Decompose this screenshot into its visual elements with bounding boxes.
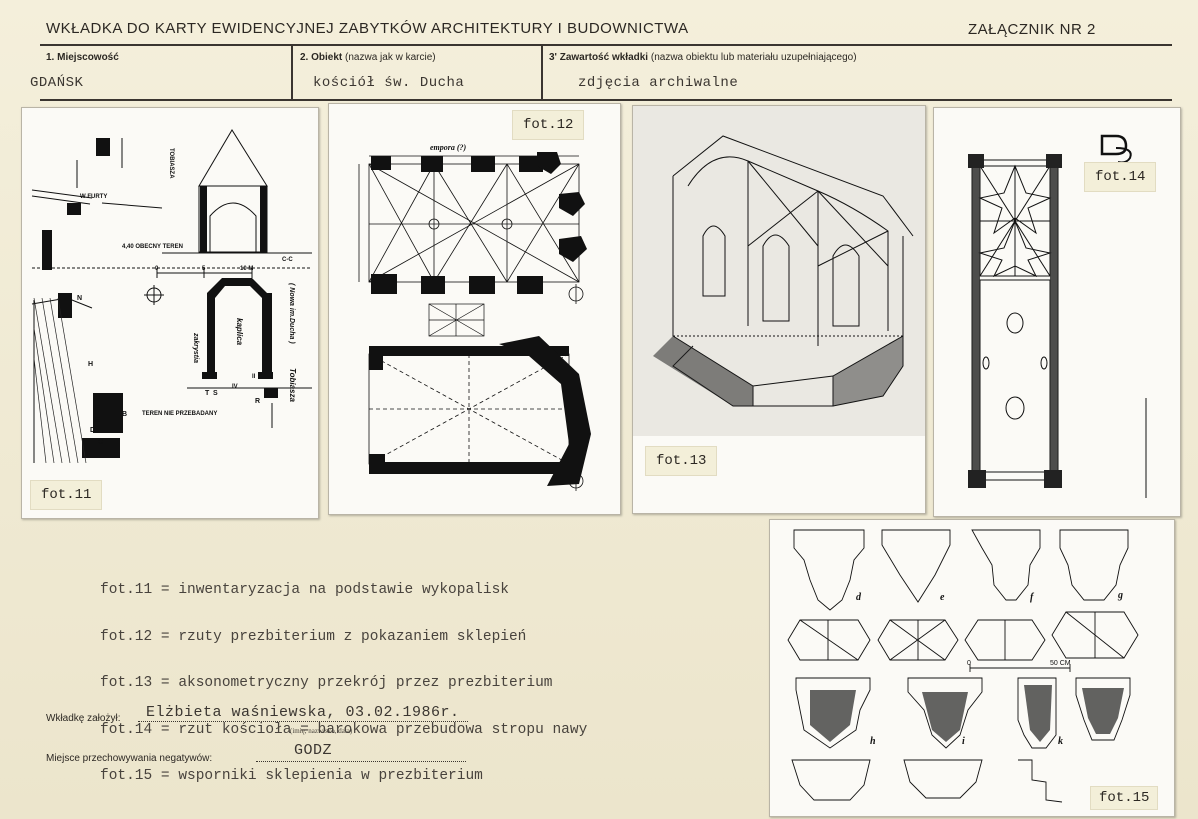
plan12-label-empora: empora (?): [430, 143, 467, 152]
field-label-object: 2. Obiekt (nazwa jak w karcie): [300, 52, 436, 63]
header-rule: [40, 44, 1172, 46]
plan15-scale-50: 50 CM: [1050, 660, 1071, 667]
plan15-label-f: f: [1030, 592, 1035, 603]
plan11-letter-c: C: [98, 439, 103, 446]
photo-fot11-drawing: TOBIASZA W FURTY 4,40 OBECNY TEREN C-C 0…: [31, 129, 312, 464]
photo-label-fot13: fot.13: [645, 446, 718, 476]
plan11-label-sacristy: zakrystia: [192, 332, 199, 363]
photo-fot14-drawing: [968, 134, 1147, 498]
plan11-label-new-street: ( Nowa im.Ducha ): [288, 283, 295, 344]
photo-fot15: d e f g h i k 0 50 CM fot.15: [769, 519, 1175, 817]
prepared-by-hint: (imię, nazwisko, data): [290, 727, 353, 735]
plan15-label-e: e: [940, 592, 945, 603]
photo-fot13: fot.13: [632, 105, 926, 514]
plan15-label-g: g: [1117, 590, 1123, 601]
storage-value: GODZ: [294, 742, 333, 759]
fields-rule: [40, 99, 1172, 101]
plan11-label-street: Tobiasza: [288, 368, 297, 402]
caption-list: fot.11 = inwentaryzacja na podstawie wyk…: [100, 552, 587, 816]
plan11-label-terrain: 4,40 OBECNY TEREN: [122, 244, 183, 250]
annex-number: ZAŁĄCZNIK NR 2: [968, 21, 1096, 38]
plan11-label-tobiasza: TOBIASZA: [168, 148, 174, 179]
photo-fot13-drawing: [633, 106, 925, 436]
plan11-label-unexplored: TEREN NIE PRZEBADANY: [142, 411, 217, 417]
photo-fot12: empora (?) fot.12: [328, 103, 621, 515]
plan15-scale-0: 0: [967, 660, 971, 667]
photo-label-fot14: fot.14: [1084, 162, 1157, 192]
card-title: WKŁADKA DO KARTY EWIDENCYJNEJ ZABYTKÓW A…: [46, 20, 689, 37]
plan11-letter-h: H: [88, 361, 93, 368]
caption-fot13: fot.13 = aksonometryczny przekrój przez …: [100, 675, 553, 691]
plan11-letter-r: R: [255, 398, 260, 405]
plan11-letter-n: N: [77, 295, 82, 302]
photo-label-fot12: fot.12: [512, 110, 585, 140]
plan11-label-furty: W FURTY: [80, 194, 107, 200]
photo-label-fot15: fot.15: [1090, 786, 1159, 810]
plan11-letter-t: T: [205, 390, 210, 397]
caption-fot12: fot.12 = rzuty prezbiterium z pokazaniem…: [100, 628, 527, 645]
plan15-label-d: d: [856, 592, 862, 603]
photo-fot12-drawing: empora (?): [358, 143, 591, 491]
photo-label-fot11: fot.11: [30, 480, 103, 510]
plan11-label-section: C-C: [282, 257, 293, 263]
field-label-content: 3' Zawartość wkładki (nazwa obiektu lub …: [549, 52, 857, 63]
storage-label: Miejsce przechowywania negatywów:: [46, 753, 213, 764]
storage-dotline: [256, 761, 466, 762]
plan11-letter-e: E: [95, 417, 100, 424]
caption-fot14: fot.14 = rzut kościoła = barokowa przebu…: [100, 721, 588, 738]
plan11-letter-s: S: [213, 390, 218, 397]
plan11-numeral-ii: II: [252, 374, 256, 380]
caption-fot11: fot.11 = inwentaryzacja na podstawie wyk…: [100, 582, 509, 598]
field-label-locality: 1. Miejscowość: [46, 52, 119, 63]
plan11-scale-5: 5: [202, 266, 206, 272]
plan11-label-chapel: kaplica: [235, 318, 244, 346]
plan15-label-i: i: [962, 736, 965, 747]
photo-fot14: fot.14: [933, 107, 1181, 517]
field-divider-2: [541, 44, 543, 100]
photo-fot11: TOBIASZA W FURTY 4,40 OBECNY TEREN C-C 0…: [21, 107, 319, 519]
plan15-label-h: h: [870, 736, 876, 747]
plan11-letter-b: B: [122, 411, 127, 418]
prepared-by-dotline: [138, 721, 468, 722]
plan11-letter-d: D: [90, 427, 95, 434]
plan11-numeral-iv: IV: [232, 384, 238, 390]
caption-fot15: fot.15 = wsporniki sklepienia w prezbite…: [100, 768, 483, 784]
field-value-content: zdjęcia archiwalne: [578, 75, 739, 91]
field-value-locality: GDAŃSK: [30, 75, 84, 91]
plan11-scale-10: 10 M: [240, 266, 253, 272]
field-value-object: kościół św. Ducha: [313, 75, 465, 91]
plan11-letter-f: F: [95, 405, 100, 412]
field-divider-1: [291, 44, 293, 100]
plan15-label-k: k: [1058, 736, 1063, 747]
plan11-scale-0: 0: [155, 266, 159, 272]
photo-fot15-drawing: d e f g h i k 0 50 CM: [787, 529, 1139, 803]
prepared-by-label: Wkładkę założył:: [46, 713, 121, 724]
prepared-by-value: Elżbieta waśniewska, 03.02.1986r.: [146, 704, 460, 721]
